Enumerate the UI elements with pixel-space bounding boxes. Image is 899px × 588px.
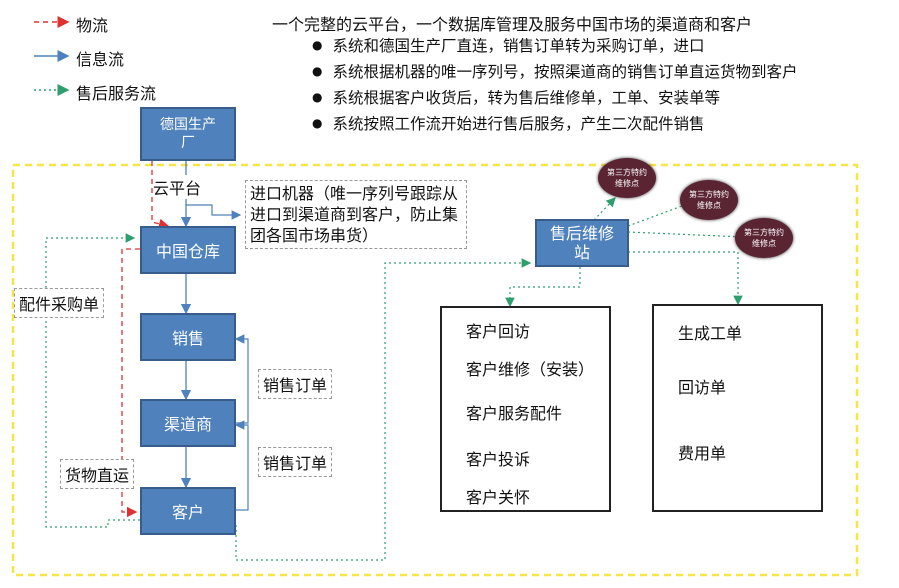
header-bullets: 系统和德国生产厂直连，销售订单转为采购订单，进口 系统根据机器的唯一序列号，按照… — [312, 34, 798, 138]
cloud-platform-label: 云平台 — [153, 175, 202, 199]
panel-item: 客户回访 — [466, 322, 531, 341]
legend-logistics-label: 物流 — [76, 16, 109, 35]
service-to-left-panel — [505, 267, 581, 308]
customer-node: 客户 — [140, 487, 236, 535]
import-note-connector — [186, 204, 242, 220]
third-party-repair-2: 第三方特约维修点 — [680, 180, 738, 220]
sales-order-label-1: 销售订单 — [258, 369, 333, 399]
header-bullet: 系统按照工作流开始进行售后服务，产生二次配件销售 — [312, 112, 798, 138]
third-party-repair-3: 第三方特约维修点 — [735, 218, 793, 258]
direct-ship-line — [121, 248, 140, 518]
header-bullet: 系统和德国生产厂直连，销售订单转为采购订单，进口 — [312, 34, 798, 60]
third-party-label: 第三方特约维修点 — [744, 228, 784, 248]
germany-factory-label: 德国生产厂 — [160, 117, 216, 151]
header-bullet: 系统根据机器的唯一序列号，按照渠道商的销售订单直运货物到客户 — [312, 60, 797, 86]
panel-item: 客户关怀 — [466, 488, 531, 507]
germany-factory-node: 德国生产厂 — [140, 107, 236, 161]
china-warehouse-node: 中国仓库 — [140, 226, 236, 274]
cloud-platform-boundary — [11, 163, 859, 577]
direct-ship-label: 货物直运 — [60, 459, 135, 489]
service-station-label: 售后维修站 — [549, 224, 614, 262]
panel-item: 回访单 — [678, 378, 727, 397]
customer-to-dealer-order — [234, 420, 249, 511]
sales-label: 销售 — [171, 329, 204, 348]
service-station-node: 售后维修站 — [535, 219, 629, 267]
china-warehouse-label: 中国仓库 — [155, 242, 220, 261]
service-to-right-panel — [628, 251, 743, 306]
panel-item: 客户投诉 — [466, 450, 531, 469]
customer-service-panel: 客户回访 客户维修（安装） 客户服务配件 客户投诉 客户关怀 — [440, 306, 611, 512]
sales-node: 销售 — [140, 313, 236, 361]
service-to-third-party-2 — [627, 201, 692, 227]
service-to-third-party-3 — [627, 231, 746, 242]
third-party-repair-1: 第三方特约维修点 — [598, 158, 656, 198]
legend-info-label: 信息流 — [76, 50, 125, 69]
dealer-node: 渠道商 — [140, 399, 236, 447]
service-to-third-party-1 — [593, 197, 616, 221]
parts-po-label: 配件采购单 — [14, 288, 105, 318]
panel-item: 客户维修（安装） — [466, 360, 595, 379]
panel-item: 费用单 — [678, 444, 727, 463]
customer-label: 客户 — [171, 503, 204, 522]
header-title: 一个完整的云平台，一个数据库管理及服务中国市场的渠道商和客户 — [272, 15, 753, 34]
third-party-label: 第三方特约维修点 — [607, 168, 647, 188]
sales-order-label-2: 销售订单 — [258, 447, 333, 477]
import-note: 进口机器（唯一序列号跟踪从进口到渠道商到客户，防止集团各国市场串货） — [245, 180, 467, 249]
third-party-label: 第三方特约维修点 — [689, 190, 729, 210]
dealer-label: 渠道商 — [163, 415, 212, 434]
panel-item: 生成工单 — [678, 324, 743, 343]
factory-to-warehouse-logistics — [151, 161, 170, 229]
header-bullet: 系统根据客户收货后，转为售后维修单，工单、安装单等 — [312, 86, 798, 112]
legend-service-label: 售后服务流 — [76, 84, 157, 103]
work-order-panel: 生成工单 回访单 费用单 — [652, 304, 823, 512]
parts-po-loop — [45, 233, 140, 528]
dealer-to-sales-order — [234, 334, 249, 424]
panel-item: 客户服务配件 — [466, 404, 563, 423]
